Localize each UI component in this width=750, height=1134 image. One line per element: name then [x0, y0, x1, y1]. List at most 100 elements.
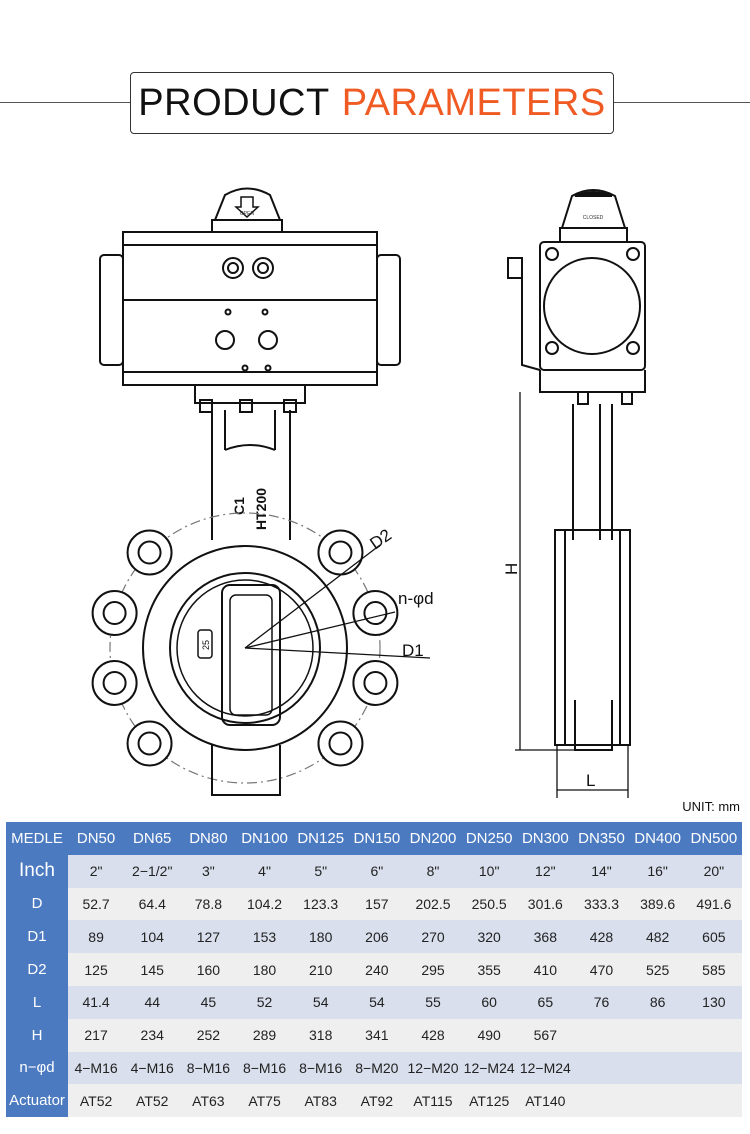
front-indicator-label: OPEN: [240, 211, 255, 217]
table-cell: 250.5: [461, 887, 518, 921]
table-cell: 202.5: [404, 887, 462, 921]
page-title: PRODUCT PARAMETERS: [130, 72, 614, 134]
disc-mark: 25: [201, 640, 211, 650]
table-cell: 153: [236, 920, 293, 954]
table-cell: 14": [573, 854, 630, 888]
lug: [91, 659, 138, 706]
side-position-indicator: [560, 189, 627, 229]
label-d1: D1: [402, 641, 424, 660]
table-cell: AT115: [404, 1084, 462, 1118]
label-h: H: [502, 563, 521, 575]
d1-leader: [244, 647, 431, 659]
table-cell: 482: [629, 920, 686, 954]
table-cell: 16": [629, 854, 686, 888]
actuator-end-cap-left: [99, 254, 124, 366]
front-view: OPEN C1 HT200 25: [91, 187, 434, 796]
table-cell: 217: [68, 1018, 125, 1052]
table-cell: [685, 1084, 742, 1118]
table-cell: 252: [180, 1018, 237, 1052]
table-cell: 368: [517, 920, 574, 954]
bolt-circle: [109, 512, 381, 784]
table-cell: AT140: [517, 1084, 574, 1118]
neck-mark-ht200: HT200: [253, 488, 269, 530]
actuator-body: [122, 231, 378, 386]
table-cell: 10": [461, 854, 518, 888]
table-cell: 585: [685, 953, 742, 986]
table-cell: 491.6: [685, 887, 742, 921]
table-cell: 5": [292, 854, 349, 888]
table-cell: [573, 1084, 630, 1118]
table-cell: 8−M16: [180, 1051, 237, 1085]
table-cell: 12−M24: [461, 1051, 518, 1085]
disc: [221, 584, 281, 726]
title-rule-right: [612, 102, 750, 103]
table-cell: 104.2: [236, 887, 293, 921]
lug: [317, 720, 364, 767]
table-cell: 12−M24: [517, 1051, 574, 1085]
table-cell: 8−M16: [292, 1051, 349, 1085]
table-cell: 78.8: [180, 887, 237, 921]
bolt-hole: [328, 731, 353, 756]
arrow-down-icon: [234, 196, 260, 219]
table-cell: 470: [573, 953, 630, 986]
table-cell: 4": [236, 854, 293, 888]
row-label: n−φd: [6, 1051, 68, 1085]
table-cell: 52: [236, 985, 293, 1019]
bolt-hole: [363, 670, 388, 695]
lug: [126, 720, 173, 767]
table-cell: 54: [292, 985, 349, 1019]
table-cell: 180: [292, 920, 349, 954]
header-cell: MEDLE: [6, 822, 68, 855]
row-label: D1: [6, 920, 68, 954]
lug: [317, 529, 364, 576]
valve-drawing: OPEN C1 HT200 25: [91, 187, 646, 798]
table-cell: 320: [461, 920, 518, 954]
table-cell: 8−M16: [236, 1051, 293, 1085]
title-part2: PARAMETERS: [341, 81, 606, 124]
bolt-hole: [137, 731, 162, 756]
header-cell: DN150: [348, 822, 405, 855]
lug: [126, 529, 173, 576]
table-cell: 567: [517, 1018, 574, 1052]
table-cell: 76: [573, 985, 630, 1019]
table-cell: 104: [124, 920, 181, 954]
table-cell: 123.3: [292, 887, 349, 921]
header-cell: DN250: [461, 822, 518, 855]
valve-body: [142, 545, 348, 751]
table-cell: [573, 1018, 630, 1052]
header-cell: DN500: [685, 822, 742, 855]
label-n-phi-d: n-φd: [398, 589, 434, 608]
header-cell: DN350: [573, 822, 630, 855]
table-cell: 389.6: [629, 887, 686, 921]
table-cell: 89: [68, 920, 125, 954]
table-cell: 2": [68, 854, 125, 888]
table-cell: 12": [517, 854, 574, 888]
unit-label: UNIT: mm: [682, 799, 740, 814]
bolt-hole: [102, 670, 127, 695]
table-cell: 127: [180, 920, 237, 954]
table-cell: 44: [124, 985, 181, 1019]
seat-ring: [169, 572, 321, 724]
lug: [352, 590, 399, 637]
bolt-hole: [328, 540, 353, 565]
table-cell: 52.7: [68, 887, 125, 921]
table-cell: AT52: [68, 1084, 125, 1118]
table-cell: 8−M20: [348, 1051, 405, 1085]
table-cell: 210: [292, 953, 349, 986]
header-cell: DN65: [124, 822, 181, 855]
table-cell: [685, 1018, 742, 1052]
table-cell: 157: [348, 887, 405, 921]
neck-mark-c1: C1: [231, 497, 247, 515]
table-cell: [629, 1051, 686, 1085]
table-cell: 55: [404, 985, 462, 1019]
bolt-hole: [137, 540, 162, 565]
table-cell: 234: [124, 1018, 181, 1052]
side-actuator: [539, 241, 646, 371]
table-cell: 410: [517, 953, 574, 986]
table-cell: 64.4: [124, 887, 181, 921]
